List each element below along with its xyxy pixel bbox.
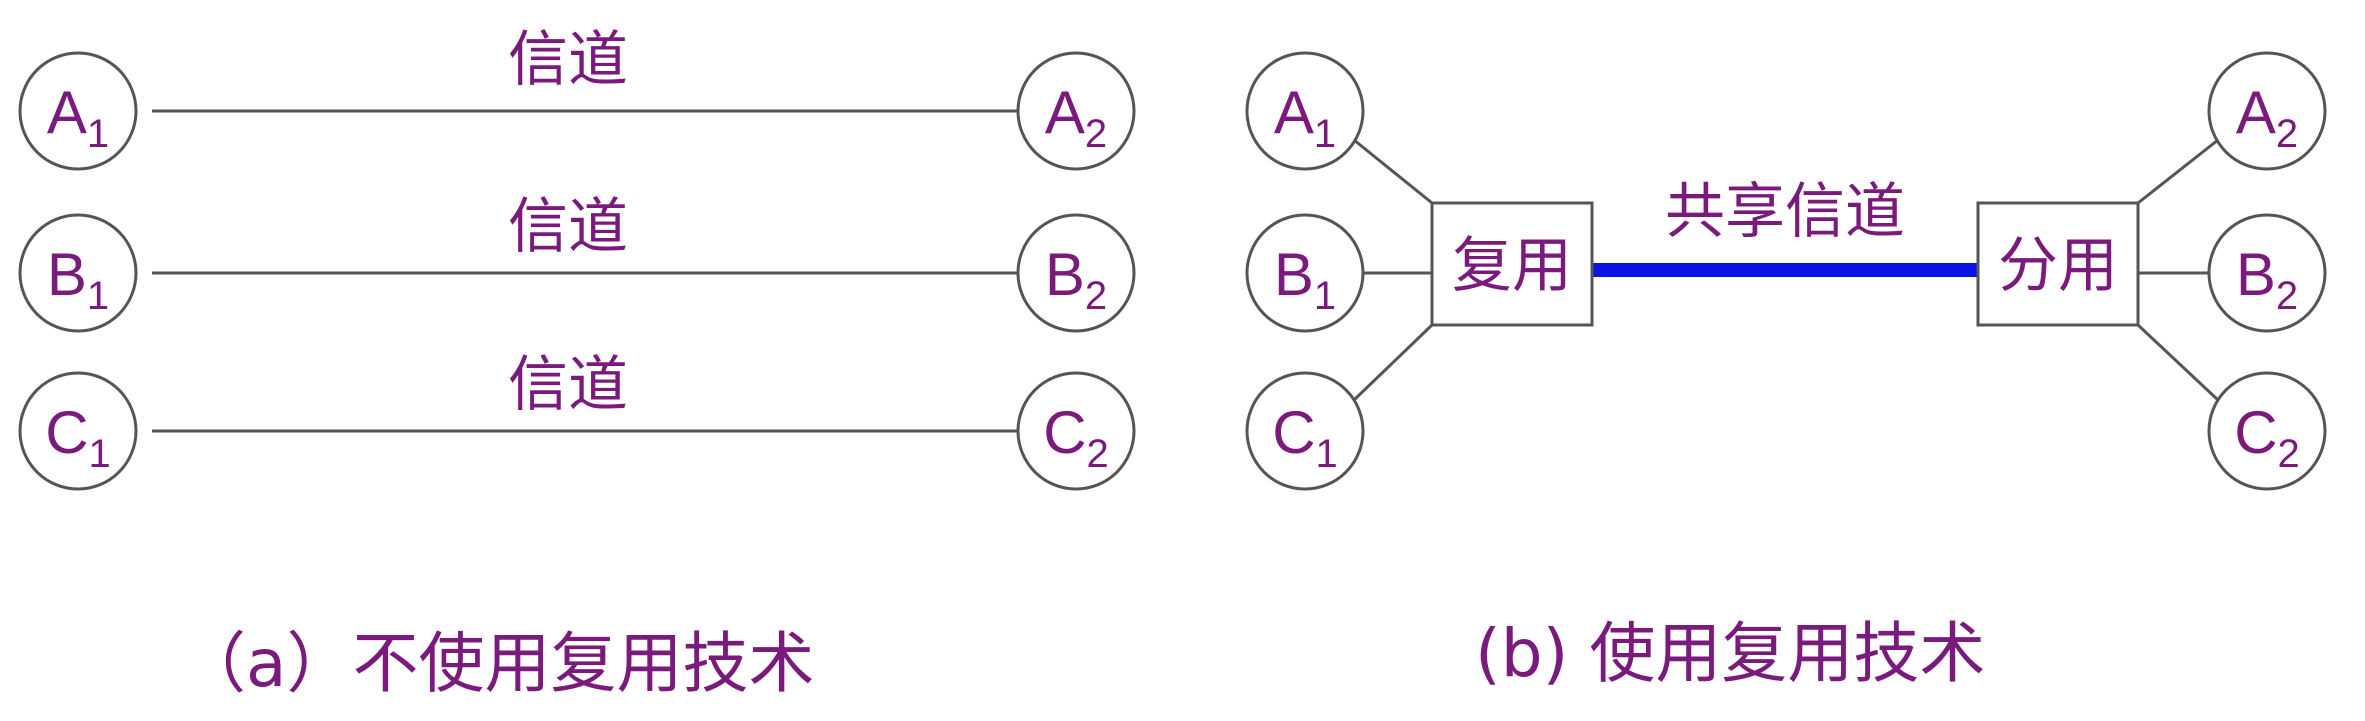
shared-channel-label: 共享信道 [1665, 177, 1905, 247]
channel-label-c: 信道 [508, 350, 628, 420]
svg-text:B2: B2 [2236, 241, 2298, 318]
channel-label-b: 信道 [508, 192, 628, 262]
node-sub: 1 [1314, 112, 1336, 156]
svg-text:C1: C1 [45, 399, 111, 476]
svg-text:A2: A2 [1045, 79, 1107, 156]
svg-text:B2: B2 [1045, 241, 1107, 318]
node-sub: 2 [2278, 432, 2300, 476]
node-sub: 1 [1314, 274, 1336, 318]
node-sub: 2 [2276, 274, 2298, 318]
node-letter: B [47, 241, 87, 308]
node-b1-b: B1 [1245, 213, 1365, 333]
node-c1-b: C1 [1245, 371, 1365, 491]
svg-text:A2: A2 [2236, 79, 2298, 156]
node-letter: B [1045, 241, 1085, 308]
panel-a: 信道 信道 信道 A1 B1 C1 A2 B2 C2 [18, 25, 1136, 491]
mux-connector-c1 [1352, 323, 1434, 402]
node-sub: 1 [1316, 432, 1338, 476]
panel-b: 共享信道 复用 分用 A1 B1 C1 A2 [1245, 51, 2327, 491]
node-letter: B [1274, 241, 1314, 308]
node-sub: 2 [1087, 432, 1109, 476]
mux-label: 复用 [1452, 231, 1572, 301]
node-letter: A [1274, 79, 1314, 146]
node-letter: A [47, 79, 87, 146]
node-letter: C [1272, 399, 1315, 466]
svg-text:B1: B1 [1274, 241, 1336, 318]
node-sub: 2 [1085, 274, 1107, 318]
node-sub: 1 [87, 112, 109, 156]
demux-connector-a2 [2137, 138, 2219, 205]
svg-text:A1: A1 [47, 79, 109, 156]
node-b1: B1 [18, 213, 138, 333]
node-c1: C1 [18, 371, 138, 491]
mux-connector-a1 [1353, 138, 1433, 205]
node-c2-b: C2 [2207, 371, 2327, 491]
node-b2-b: B2 [2207, 213, 2327, 333]
node-sub: 2 [1085, 112, 1107, 156]
caption-b: (b) 使用复用技术 [1475, 615, 1986, 692]
node-letter: A [2236, 79, 2276, 146]
node-letter: C [45, 399, 88, 466]
node-sub: 2 [2276, 112, 2298, 156]
node-sub: 1 [89, 432, 111, 476]
node-a1: A1 [18, 51, 138, 171]
caption-a: （a）不使用复用技术 [180, 625, 815, 702]
node-letter: C [2234, 399, 2277, 466]
mux-box: 复用 [1430, 201, 1594, 327]
svg-text:A1: A1 [1274, 79, 1336, 156]
demux-label: 分用 [1998, 231, 2118, 301]
node-letter: C [1043, 399, 1086, 466]
node-c2: C2 [1016, 371, 1136, 491]
demux-box: 分用 [1976, 201, 2140, 327]
svg-text:C2: C2 [2234, 399, 2300, 476]
svg-text:C1: C1 [1272, 399, 1338, 476]
node-letter: A [1045, 79, 1085, 146]
demux-connector-c2 [2136, 323, 2220, 402]
svg-text:C2: C2 [1043, 399, 1109, 476]
node-letter: B [2236, 241, 2276, 308]
svg-text:B1: B1 [47, 241, 109, 318]
node-b2: B2 [1016, 213, 1136, 333]
node-a2-b: A2 [2207, 51, 2327, 171]
node-sub: 1 [87, 274, 109, 318]
node-a2: A2 [1016, 51, 1136, 171]
node-a1-b: A1 [1245, 51, 1365, 171]
channel-label-a: 信道 [508, 25, 628, 95]
